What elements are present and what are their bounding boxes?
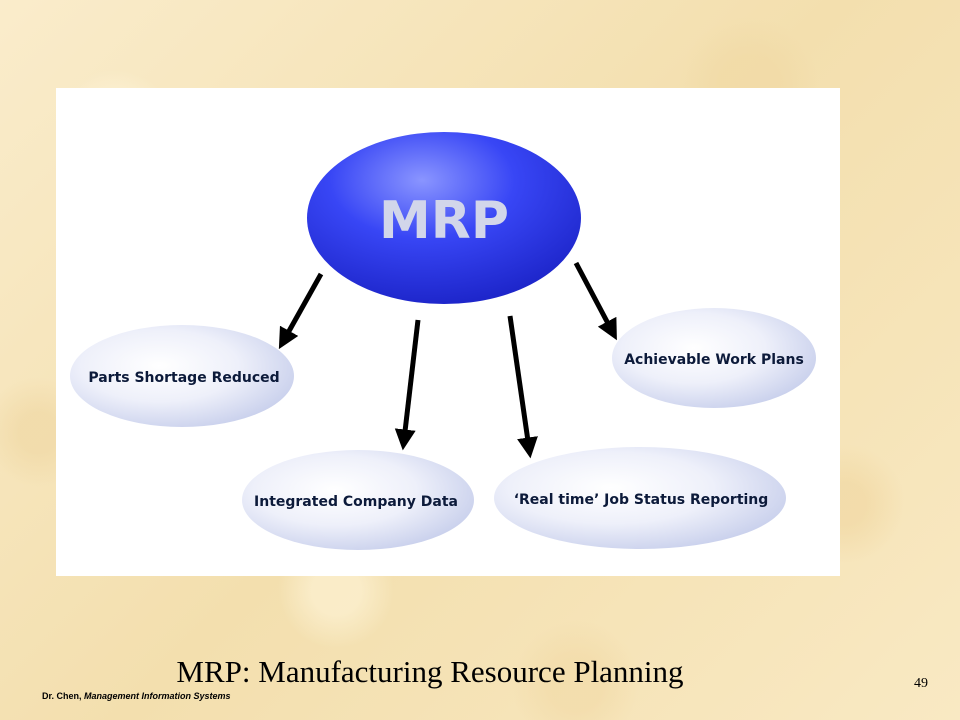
mrp-hub-label: MRP [379, 191, 509, 251]
node-achievable-work-plans: Achievable Work Plans [612, 308, 816, 408]
mrp-hub-node: MRP [307, 132, 581, 304]
node-label-parts: Parts Shortage Reduced [88, 370, 279, 386]
page-number: 49 [914, 676, 928, 691]
footer-author: Dr. Chen, [42, 691, 82, 701]
node-label-integrated: Integrated Company Data [254, 494, 458, 510]
node-label-realtime: ‘Real time’ Job Status Reporting [514, 492, 769, 508]
node-real-time-job-status: ‘Real time’ Job Status Reporting [494, 447, 786, 549]
diagram-panel: MRP Parts Shortage Reduced Integrated Co… [56, 88, 840, 576]
arrow-to-plans [573, 261, 617, 341]
footer-course: Management Information Systems [84, 691, 231, 701]
node-parts-shortage-reduced: Parts Shortage Reduced [70, 325, 294, 427]
arrow-to-parts [278, 272, 324, 350]
node-integrated-company-data: Integrated Company Data [242, 450, 474, 550]
node-label-plans: Achievable Work Plans [624, 352, 804, 368]
footer-credit: Dr. Chen, Management Information Systems [42, 691, 231, 701]
arrow-to-realtime [507, 315, 538, 459]
mrp-diagram: MRP Parts Shortage Reduced Integrated Co… [70, 132, 816, 550]
arrow-to-integrated [394, 319, 421, 451]
slide-title: MRP: Manufacturing Resource Planning [176, 654, 684, 689]
